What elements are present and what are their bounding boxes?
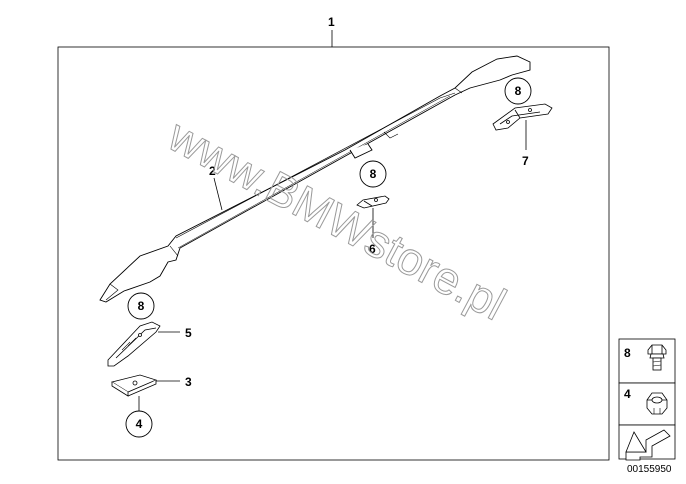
circle-callout-center-bolt: 8 xyxy=(359,160,387,188)
svg-text:8: 8 xyxy=(138,299,145,313)
circle-callout-front-bolt: 8 xyxy=(127,292,155,320)
callout-6: 6 xyxy=(369,242,376,256)
center-rail-clip xyxy=(356,195,390,209)
callout-1: 1 xyxy=(328,15,335,29)
legend-panel: 8 4 xyxy=(618,338,676,461)
legend-label-bolt: 8 xyxy=(624,346,631,360)
callout-2: 2 xyxy=(209,164,216,178)
assembly-frame xyxy=(57,46,610,461)
nut-plate xyxy=(110,374,158,397)
reference-number: 00155950 xyxy=(627,464,672,475)
legend-label-nut: 4 xyxy=(624,387,631,401)
direction-arrow-icon xyxy=(625,429,671,461)
svg-text:8: 8 xyxy=(370,167,377,181)
nut-icon xyxy=(646,392,668,415)
circle-callout-nut: 4 xyxy=(125,410,153,438)
svg-text:8: 8 xyxy=(515,84,522,98)
callout-2-leader xyxy=(213,177,223,211)
svg-text:4: 4 xyxy=(136,417,143,431)
callout-3: 3 xyxy=(185,375,192,389)
callout-5: 5 xyxy=(185,326,192,340)
callout-7: 7 xyxy=(522,154,529,168)
bolt-icon xyxy=(647,344,667,371)
front-rail-foot xyxy=(107,321,161,367)
rear-rail-foot xyxy=(492,103,553,131)
circle-callout-rear-bolt: 8 xyxy=(504,77,532,105)
roof-rail xyxy=(99,55,531,303)
